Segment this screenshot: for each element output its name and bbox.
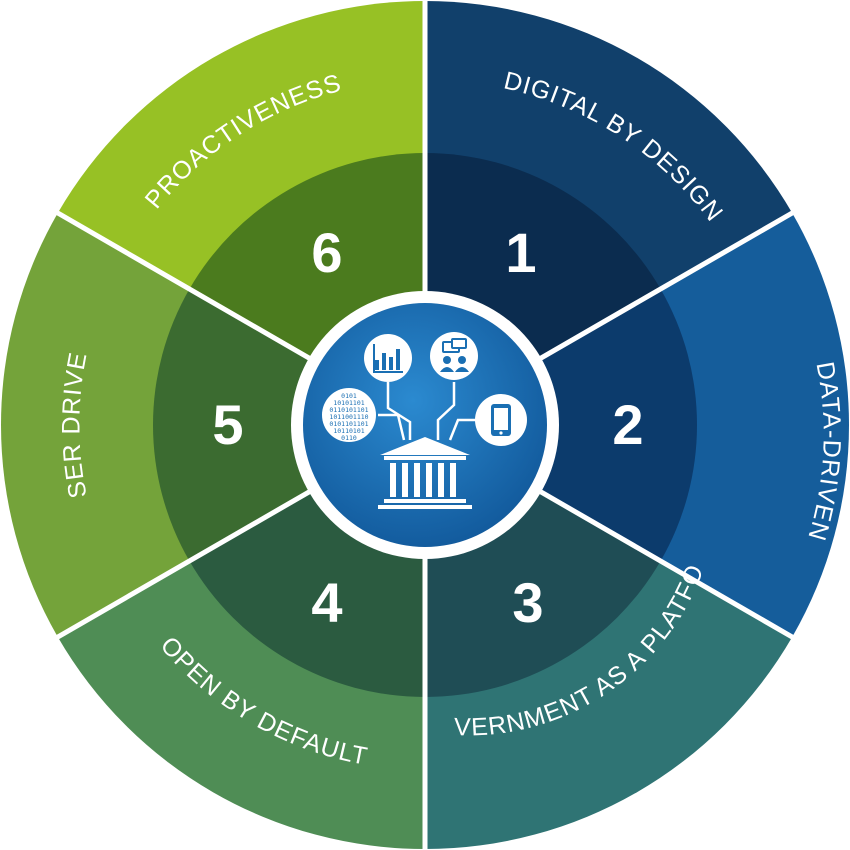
segment-4-number: 4: [311, 571, 342, 634]
svg-text:0101101101: 0101101101: [329, 420, 368, 428]
bar-chart-icon: [364, 334, 412, 382]
segment-1-number: 1: [505, 221, 536, 284]
smartphone-icon: [475, 394, 527, 446]
svg-text:10101101: 10101101: [333, 399, 364, 407]
segment-2-number: 2: [612, 393, 643, 456]
government-building-icon: [378, 437, 472, 509]
segment-5-number: 5: [212, 393, 243, 456]
svg-text:0101: 0101: [341, 392, 357, 400]
svg-text:0110101101: 0110101101: [329, 406, 368, 414]
svg-text:10110101: 10110101: [333, 427, 364, 435]
svg-text:0110: 0110: [341, 434, 357, 442]
connector-lines: [378, 382, 476, 441]
chat-people-icon: [430, 332, 478, 380]
svg-text:1011001110: 1011001110: [329, 413, 368, 421]
center-hub: 0101 10101101 0110101101 1011001110 0101…: [291, 291, 559, 559]
segment-6-number: 6: [311, 221, 342, 284]
segment-numbers: 1 2 3 4 5 6: [212, 221, 643, 634]
binary-data-icon: 0101 10101101 0110101101 1011001110 0101…: [322, 388, 376, 442]
hub-circle: [303, 303, 547, 547]
segment-2-inner: [425, 289, 698, 561]
segment-3-number: 3: [512, 571, 543, 634]
segment-5-inner: [152, 289, 425, 561]
